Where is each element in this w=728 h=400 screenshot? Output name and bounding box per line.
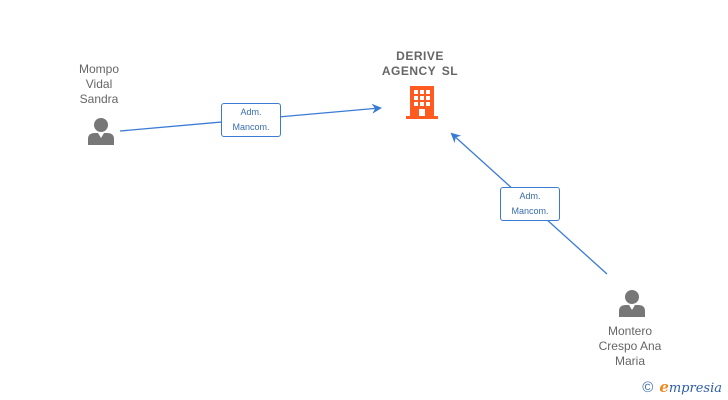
- person-icon[interactable]: [619, 290, 645, 317]
- relation-line2: Mancom.: [511, 206, 549, 216]
- relation-line2: Mancom.: [232, 122, 270, 132]
- person-name-line1: Montero: [607, 324, 653, 338]
- brand-rest: mpresia: [668, 381, 722, 396]
- brand-initial: e: [659, 378, 669, 396]
- person-icon[interactable]: [88, 118, 114, 145]
- empresia-watermark: © empresia: [642, 378, 722, 396]
- copyright-icon: ©: [642, 378, 654, 396]
- person-label-montero[interactable]: Montero Crespo Ana Maria: [580, 324, 680, 369]
- relation-badge[interactable]: Adm. Mancom.: [500, 187, 560, 221]
- person-name-line3: Sandra: [79, 92, 119, 106]
- building-icon[interactable]: [406, 86, 438, 119]
- brand-logo: empresia: [659, 378, 722, 396]
- relation-line1: Adm.: [519, 191, 541, 201]
- company-name-line1: DERIVE: [396, 49, 444, 63]
- company-name[interactable]: DERIVE AGENCY SL: [360, 49, 480, 79]
- person-name-line2: Vidal: [85, 77, 113, 91]
- person-name-line1: Mompo: [78, 62, 119, 76]
- company-name-line2: AGENCY SL: [381, 64, 459, 78]
- person-label-mompo[interactable]: Mompo Vidal Sandra: [54, 62, 144, 107]
- person-name-line2: Crespo Ana: [598, 339, 662, 353]
- relation-line1: Adm.: [240, 107, 262, 117]
- relation-badge[interactable]: Adm. Mancom.: [221, 103, 281, 137]
- person-name-line3: Maria: [614, 354, 645, 368]
